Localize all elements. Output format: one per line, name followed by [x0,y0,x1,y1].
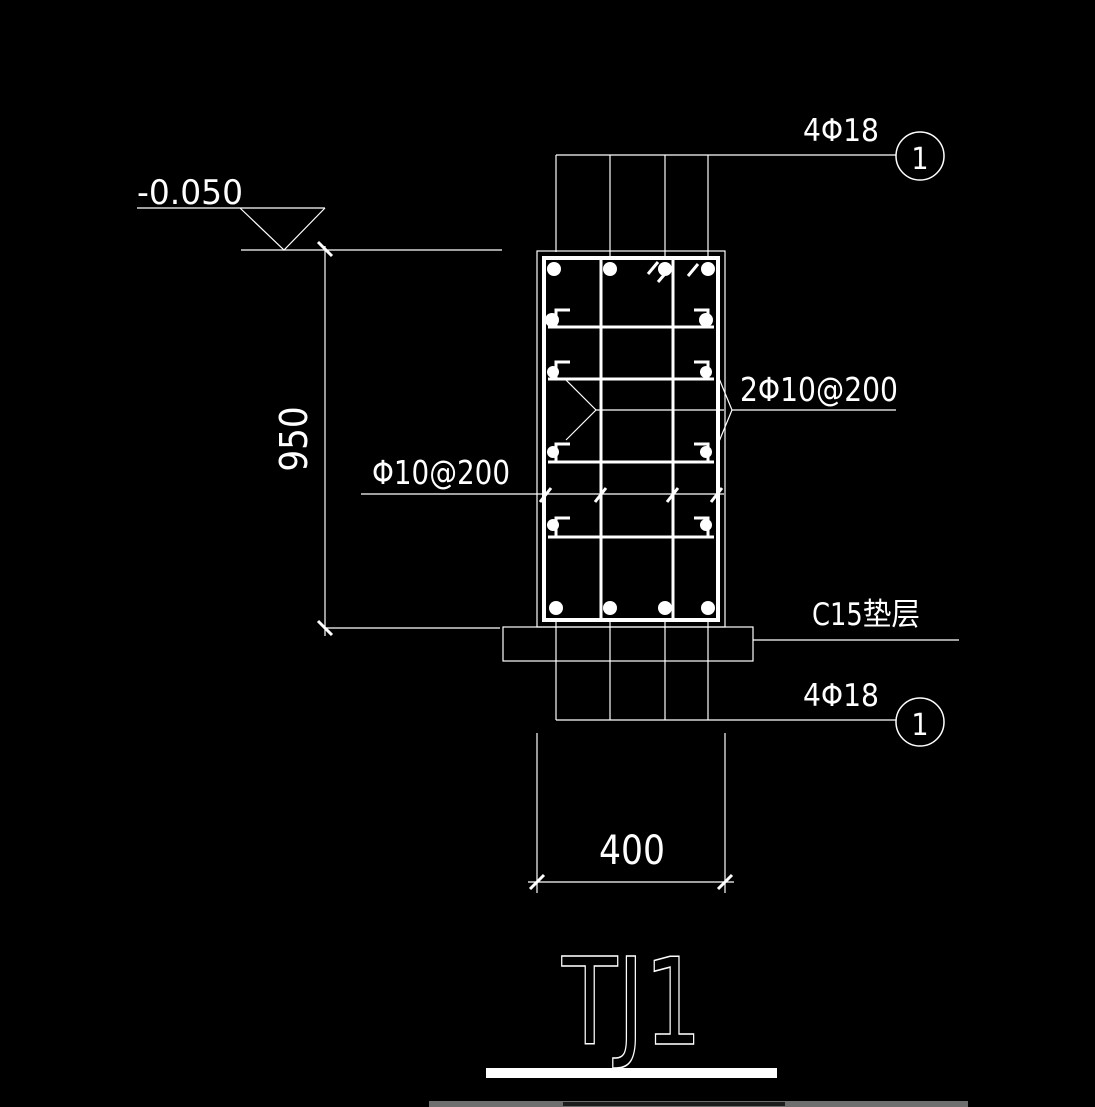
tie-hooks [554,308,710,537]
tie-label: 2Φ10@200 [740,370,898,409]
horizontal-scrollbar[interactable] [429,1101,968,1107]
outer-stirrup [542,256,720,622]
elevation-label: -0.050 [137,173,243,213]
elevation-marker [137,207,502,251]
stirrup-label: Φ10@200 [372,453,510,492]
cushion-layer [502,626,754,662]
stirrup-leader [361,487,724,503]
beam-section [536,250,726,628]
width-dimension [528,733,734,893]
bottom-bars-label: 4Φ18 [803,678,879,714]
width-dim-text: 400 [599,828,665,874]
tie-leader [565,375,896,445]
beam-outline [536,250,726,628]
drawing-title: TJ1 [561,934,702,1073]
cushion-label: C15垫层 [812,597,920,633]
rebar-dots [545,262,715,615]
height-dimension [316,240,500,637]
column-above-beam [555,154,896,260]
section-ref-bottom-circle [895,697,945,747]
top-bars-label: 4Φ18 [803,113,879,149]
height-dim-text: 950 [272,406,316,471]
section-ref-bottom-number: 1 [911,708,928,743]
section-ref-top-circle [895,131,945,181]
top-bar-ticks [646,261,700,283]
section-ref-top-number: 1 [911,142,928,177]
title-underline [486,1068,777,1078]
scrollbar-thumb[interactable] [563,1102,785,1106]
column-below-beam [555,620,896,721]
